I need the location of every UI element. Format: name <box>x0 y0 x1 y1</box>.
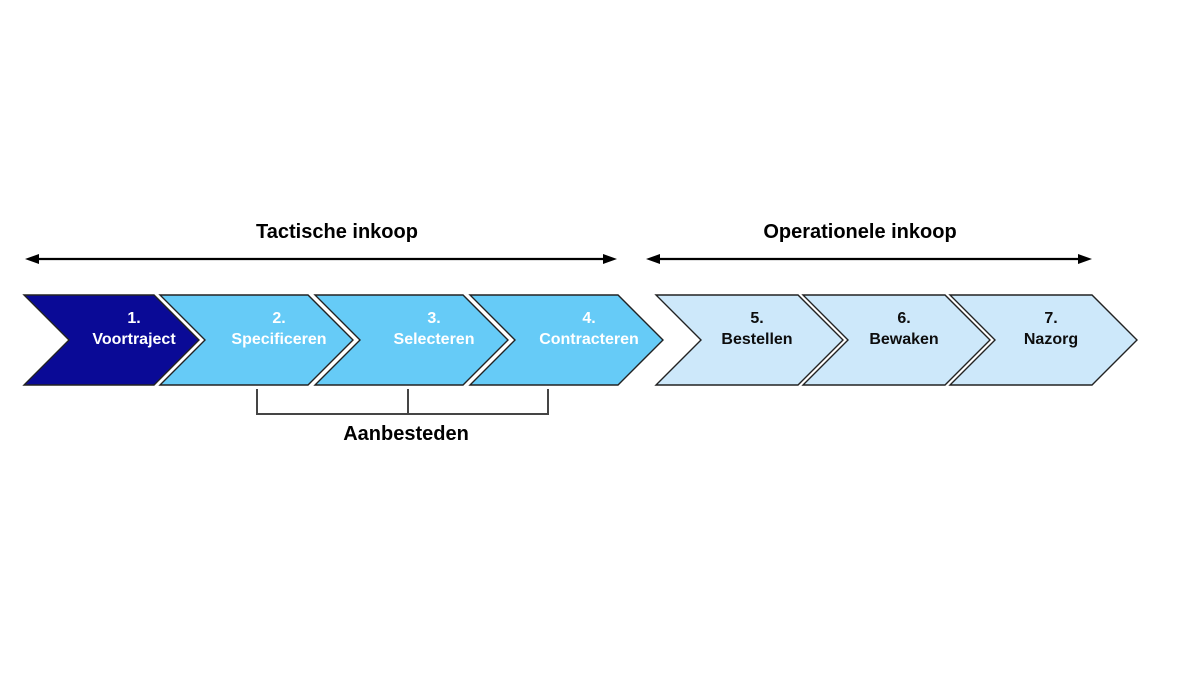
phase-label-2: 2. Specificeren <box>205 308 353 350</box>
phase-number: 3. <box>427 310 441 327</box>
phase-label-4: 4. Contracteren <box>515 308 663 350</box>
tactical-span-double-arrow-icon <box>25 254 617 264</box>
phase-chevron-7 <box>948 294 1138 386</box>
phase-chevron-3 <box>313 294 509 386</box>
operational-group-label: Operationele inkoop <box>763 221 957 243</box>
phase-name: Voortraject <box>92 331 176 348</box>
phase-label-1: 1. Voortraject <box>69 308 199 350</box>
phase-chevron-1 <box>22 294 200 386</box>
phase-number: 2. <box>272 310 286 327</box>
phase-label-7: 7. Nazorg <box>980 308 1122 350</box>
phase-name: Selecteren <box>393 331 475 348</box>
operational-span-double-arrow-icon <box>646 254 1092 264</box>
phase-name: Bestellen <box>721 331 793 348</box>
phase-chevron-5 <box>654 294 844 386</box>
phase-number: 1. <box>127 310 141 327</box>
phase-label-3: 3. Selecteren <box>360 308 508 350</box>
phase-label-6: 6. Bewaken <box>833 308 975 350</box>
phase-number: 4. <box>582 310 596 327</box>
phase-number: 7. <box>1044 310 1058 327</box>
phase-name: Specificeren <box>231 331 327 348</box>
phase-name: Contracteren <box>539 331 639 348</box>
phase-name: Nazorg <box>1023 331 1079 348</box>
bracket-label: Aanbesteden <box>343 423 469 445</box>
phase-chevron-6 <box>801 294 991 386</box>
phase-chevron-4 <box>468 294 664 386</box>
phase-label-5: 5. Bestellen <box>686 308 828 350</box>
phase-chevron-2 <box>158 294 354 386</box>
phase-name: Bewaken <box>869 331 939 348</box>
phase-number: 6. <box>897 310 911 327</box>
tactical-group-label: Tactische inkoop <box>256 221 418 243</box>
aanbesteden-bracket <box>256 389 549 415</box>
phase-number: 5. <box>750 310 764 327</box>
